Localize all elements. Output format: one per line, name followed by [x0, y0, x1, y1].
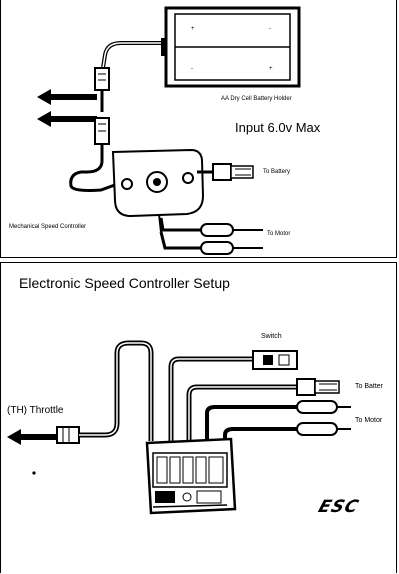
- battery-holder-label: AA Dry Cell Battery Holder: [221, 96, 292, 102]
- svg-text:+: +: [191, 26, 195, 32]
- mechanical-controller-label: Mechanical Speed Controller: [9, 224, 87, 230]
- switch-label: Switch: [261, 333, 282, 340]
- battery-holder: + - - +: [161, 6, 301, 88]
- esc-setup-title: Electronic Speed Controller Setup: [19, 275, 230, 291]
- mechanical-setup-panel: + - - +: [0, 0, 397, 258]
- switch: [168, 350, 298, 441]
- electronic-setup-diagram: [7, 340, 351, 515]
- mechanical-speed-controller: [111, 148, 213, 233]
- to-motor-label: To Motor: [267, 231, 291, 237]
- svg-text:+: +: [269, 66, 273, 72]
- left-arrows: [37, 89, 97, 127]
- esc-motor-leads: [205, 400, 351, 443]
- mechanical-setup-diagram: + - - +: [37, 6, 301, 255]
- upper-connector: [94, 67, 110, 112]
- throttle-lead: [7, 340, 154, 445]
- esc-logo: ESC: [315, 497, 362, 517]
- esc-to-battery-label: To Batter: [355, 383, 384, 390]
- electronic-setup-panel: Electronic Speed Controller Setup: [0, 262, 397, 573]
- svg-text:-: -: [191, 66, 193, 72]
- esc-unit: [145, 437, 237, 515]
- svg-text:-: -: [269, 26, 271, 32]
- battery-lead: [101, 41, 161, 69]
- battery-plug: [212, 163, 254, 181]
- to-battery-label: To Battery: [263, 169, 291, 175]
- lower-connector: [69, 117, 124, 192]
- esc-to-motor-label: To Motor: [355, 417, 383, 424]
- esc-battery-lead: [186, 378, 340, 441]
- motor-leads: [159, 217, 263, 255]
- input-voltage-label: Input 6.0v Max: [235, 120, 321, 135]
- throttle-label: (TH) Throttle: [7, 405, 64, 416]
- dot-mark: [32, 471, 36, 475]
